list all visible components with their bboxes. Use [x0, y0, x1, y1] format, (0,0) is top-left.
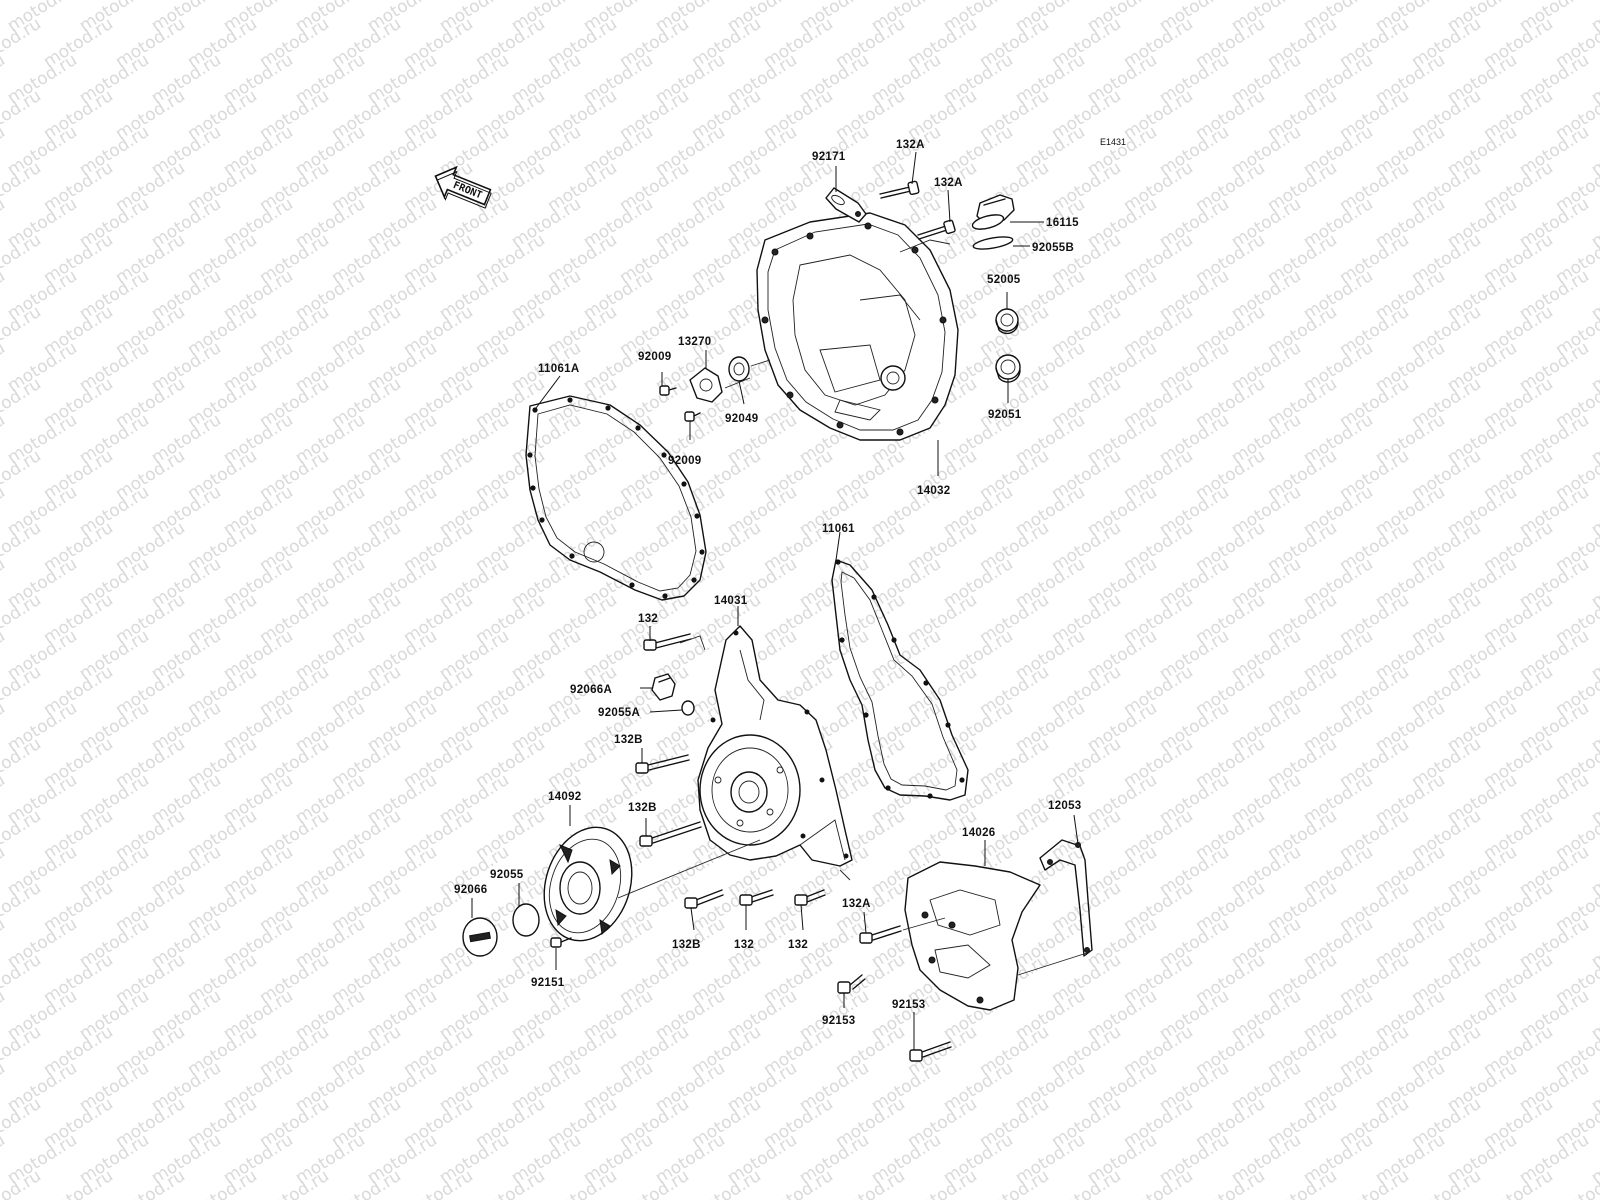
- bolt-132-lower-2: [794, 889, 826, 906]
- label-92151: 92151: [531, 977, 565, 989]
- clutch-cover-14032: [756, 212, 959, 441]
- label-92055A: 92055A: [598, 707, 640, 719]
- cover-14092: [543, 826, 633, 942]
- label-132-1: 132: [638, 613, 658, 625]
- bolt-132A-upper-1: [879, 180, 920, 199]
- watermark-text: motod.ru: [0, 1058, 9, 1116]
- bolt-132-lower-1: [739, 889, 774, 906]
- label-92049: 92049: [725, 413, 758, 425]
- watermark-text: motod.ru: [0, 266, 9, 324]
- label-52005: 52005: [987, 274, 1021, 286]
- watermark-text: motod.ru: [0, 626, 9, 684]
- watermark-text: motod.ru: [0, 986, 9, 1044]
- plate-92171: [825, 187, 867, 223]
- label-11061A: 11061A: [538, 363, 579, 375]
- label-14026: 14026: [962, 827, 995, 839]
- screw-92009-1: [659, 385, 677, 396]
- part-labels: 92171 132A 132A 16115 92055B 52005 92051…: [454, 139, 1081, 1027]
- label-132A-1: 132A: [896, 139, 925, 151]
- watermark-text: motod.ru: [0, 482, 9, 540]
- seal-92051: [995, 354, 1021, 383]
- watermark-text: motod.ru: [0, 698, 9, 756]
- label-92055: 92055: [490, 869, 524, 881]
- watermark-text: motod.ru: [0, 122, 9, 180]
- label-16115: 16115: [1046, 217, 1079, 229]
- gasket-11061: [831, 559, 969, 801]
- watermark-text: motod.ru: [0, 338, 9, 396]
- label-132B-2: 132B: [628, 802, 657, 814]
- label-92153-1: 92153: [822, 1015, 855, 1027]
- label-92066A: 92066A: [570, 684, 612, 696]
- o-ring-92055: [512, 903, 540, 937]
- label-132-3: 132: [788, 939, 808, 951]
- plug-92066A: [651, 673, 676, 701]
- label-92009-2: 92009: [668, 455, 701, 467]
- cap-92066: [462, 917, 498, 957]
- watermark-text: motod.ru: [1588, 0, 1600, 36]
- bolt-132-upper: [643, 633, 692, 651]
- front-direction-arrow-icon: FRONT: [434, 165, 492, 209]
- label-132B-3: 132B: [672, 939, 701, 951]
- label-13270: 13270: [678, 336, 711, 348]
- label-92009-1: 92009: [638, 351, 671, 363]
- seal-52005: [995, 308, 1019, 335]
- o-ring-92055A: [681, 700, 695, 716]
- bolt-92153-2: [909, 1041, 952, 1062]
- watermark-text: motod.ru: [0, 410, 9, 468]
- watermark-text: motod.ru: [0, 554, 9, 612]
- bolt-132A-upper-2: [917, 219, 956, 240]
- bolt-132B-2: [639, 821, 702, 847]
- label-92055B: 92055B: [1032, 242, 1074, 254]
- generator-cover-14031: [697, 625, 853, 867]
- label-14092: 14092: [548, 791, 581, 803]
- screw-92151: [550, 937, 572, 948]
- label-14032: 14032: [917, 485, 950, 497]
- bolt-132B-3: [684, 889, 724, 909]
- sprocket-cover-14026: [904, 861, 1041, 1011]
- label-11061: 11061: [822, 523, 855, 535]
- label-92066: 92066: [454, 884, 487, 896]
- label-132A-3: 132A: [842, 898, 871, 910]
- bolt-132A-lower: [859, 925, 902, 944]
- watermark-text: motod.ru: [0, 50, 9, 108]
- label-92051: 92051: [988, 409, 1022, 421]
- label-12053: 12053: [1048, 800, 1081, 812]
- watermark-text: motod.ru: [0, 194, 9, 252]
- label-92153-2: 92153: [892, 999, 925, 1011]
- label-132-2: 132: [734, 939, 754, 951]
- label-14031: 14031: [714, 595, 748, 607]
- plate-13270: [689, 367, 723, 403]
- filler-cap-16115: [971, 194, 1015, 230]
- watermark-text: motod.ru: [0, 914, 9, 972]
- watermark-text: motod.ru: [0, 1130, 9, 1188]
- leader-lines: [471, 151, 1091, 1050]
- label-132A-2: 132A: [934, 177, 963, 189]
- watermark-text: motod.ru: [0, 770, 9, 828]
- label-132B-1: 132B: [614, 734, 643, 746]
- o-ring-92055B: [972, 236, 1014, 250]
- watermark-text: motod.ru: [0, 842, 9, 900]
- gasket-11061A: [525, 395, 707, 601]
- seal-92049: [728, 356, 750, 382]
- figure-reference: E1431: [1100, 137, 1126, 147]
- label-92171: 92171: [812, 151, 846, 163]
